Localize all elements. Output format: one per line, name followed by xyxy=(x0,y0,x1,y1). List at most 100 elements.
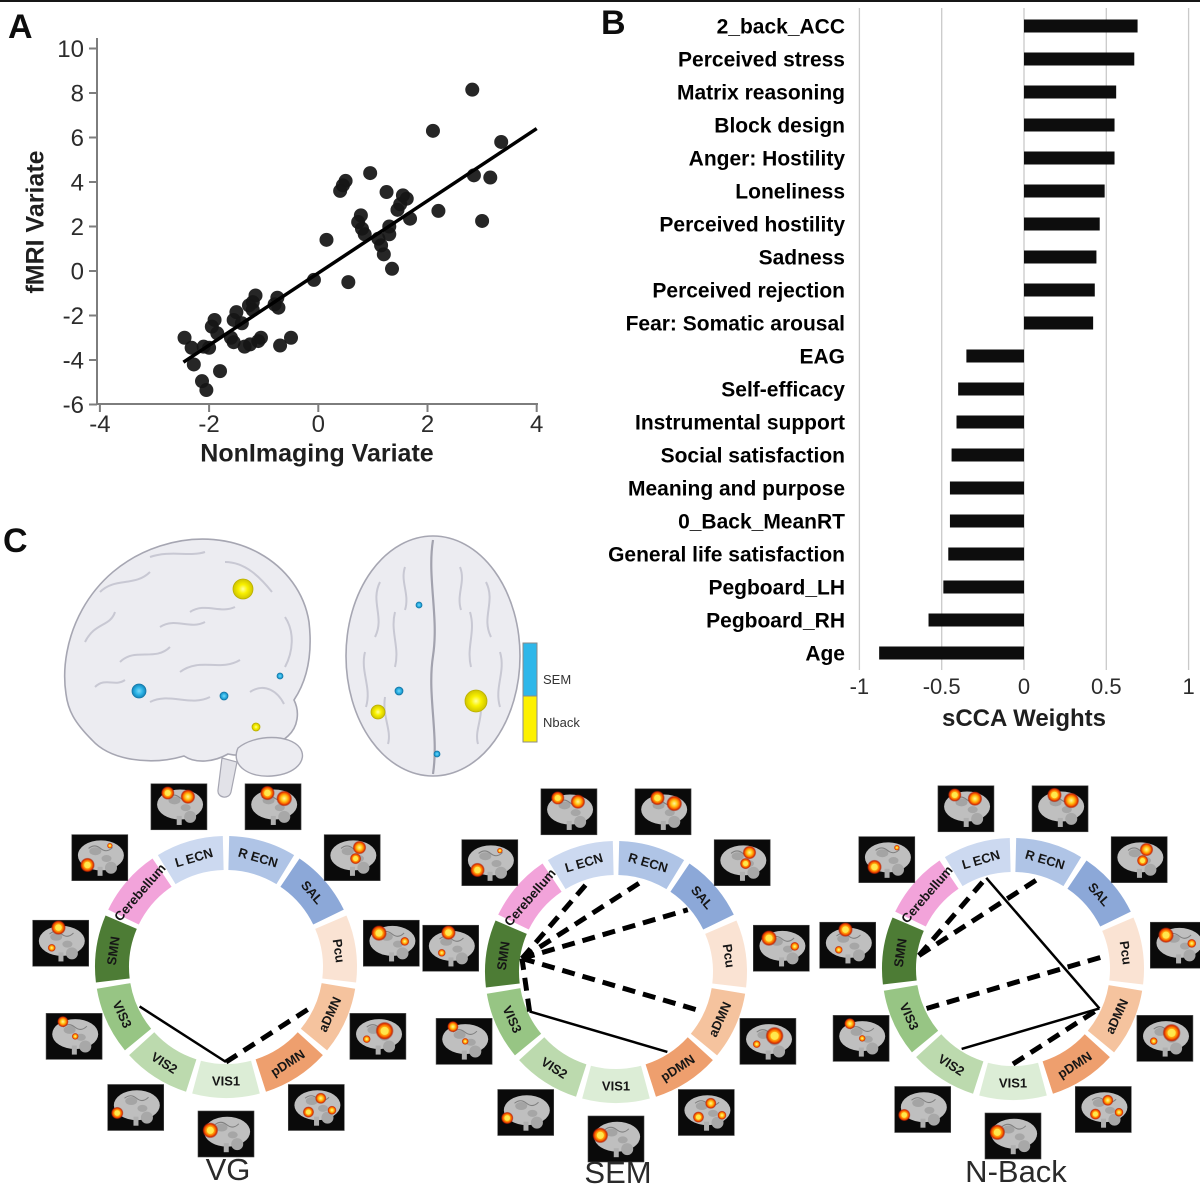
activation-hotspot xyxy=(315,1092,327,1104)
activation-hotspot xyxy=(400,936,410,946)
bar-label: Perceived hostility xyxy=(659,213,845,236)
thumbnail-texture xyxy=(911,1097,936,1104)
bar-label: 0_Back_MeanRT xyxy=(678,510,845,533)
activation-core xyxy=(164,789,171,796)
brain-thumbnail xyxy=(497,1089,555,1136)
bar-label: Perceived rejection xyxy=(652,279,845,302)
scatter-point xyxy=(177,330,192,345)
activation-core xyxy=(951,791,958,798)
ring-label: VIS1 xyxy=(999,1076,1027,1091)
activation-core xyxy=(353,856,359,862)
ring-label: SMN xyxy=(891,937,910,968)
thumbnail-texture xyxy=(214,1121,240,1128)
activation-hotspot xyxy=(705,1097,717,1109)
activation-hotspot xyxy=(1149,1037,1158,1046)
thumbnail-cerebellum xyxy=(278,810,291,823)
bar xyxy=(1024,19,1138,33)
thumbnail-stem xyxy=(71,1045,77,1055)
thumbnail-cerebellum xyxy=(1065,812,1078,825)
ring-segment-VIS3 xyxy=(486,988,542,1056)
ring-segment-SMN xyxy=(95,915,137,983)
thumbnail-shade xyxy=(708,1109,719,1117)
activation-hotspot xyxy=(717,1110,727,1120)
thumbnail-stem xyxy=(566,820,572,830)
thumbnail-stem xyxy=(270,815,276,825)
activation-core xyxy=(206,1126,214,1134)
ring-segment-Cerebellum xyxy=(108,858,172,925)
thumbnail-shade xyxy=(617,1136,628,1144)
ring-segment-Cerebellum xyxy=(498,863,562,930)
scatter-x-axis-title: NonImaging Variate xyxy=(200,439,434,468)
ring-segment-LECN xyxy=(157,836,224,885)
x-tick-label: 0 xyxy=(312,411,325,438)
bar xyxy=(956,415,1024,429)
activation-core xyxy=(695,1114,701,1120)
thumbnail-stem xyxy=(375,1045,381,1055)
scatter-point xyxy=(390,202,405,217)
thumbnail-shade xyxy=(1105,1106,1116,1114)
thumbnail-stem xyxy=(1176,954,1182,964)
ring-segment-VIS2 xyxy=(129,1032,197,1092)
scatter-point xyxy=(385,261,400,276)
thumbnail-cerebellum xyxy=(1170,1042,1183,1055)
activation-core xyxy=(901,1112,908,1118)
y-tick-label: -4 xyxy=(63,347,84,374)
scatter-point xyxy=(213,364,228,379)
brain-thumbnail xyxy=(422,924,479,972)
gyri-texture xyxy=(468,611,473,668)
activation-core xyxy=(305,1109,311,1115)
thumbnail-cerebellum xyxy=(184,810,197,823)
gyri-texture xyxy=(284,616,293,668)
network-link-dashed xyxy=(520,879,592,961)
thumbnail-cerebellum xyxy=(891,863,904,876)
bar xyxy=(1024,118,1115,132)
ring-segment-SAL xyxy=(670,863,734,930)
bar xyxy=(928,613,1024,627)
bar-label: General life satisfaction xyxy=(608,543,845,566)
network-link-dashed xyxy=(521,956,704,1014)
colorbar-nback xyxy=(522,695,538,743)
panel-c-label: C xyxy=(3,522,28,560)
thumbnail-stem xyxy=(963,817,969,827)
thumbnail-stem xyxy=(523,1121,529,1131)
thumbnail-stem xyxy=(1057,817,1063,827)
bar-label: Block design xyxy=(714,114,845,137)
activation-core xyxy=(474,866,481,874)
bar xyxy=(1024,316,1094,330)
thumbnail-shade xyxy=(924,1106,935,1114)
bars-x-tick-label: 0 xyxy=(1018,674,1030,699)
brain-thumbnail xyxy=(107,1084,165,1131)
x-tick-label: -4 xyxy=(89,411,110,438)
thumbnail-texture xyxy=(88,845,113,852)
activation-hotspot xyxy=(327,1105,337,1115)
bar-label: Loneliness xyxy=(735,180,845,203)
thumbnail-stem xyxy=(487,871,493,881)
activation-hotspot xyxy=(894,844,900,851)
ring-segment-aDMN xyxy=(690,988,746,1056)
brain-thumbnail xyxy=(937,785,995,833)
thumbnail-cerebellum xyxy=(786,952,799,965)
thumbnail-cerebellum xyxy=(621,1143,634,1156)
activation-core xyxy=(765,934,773,942)
brain-thumbnail xyxy=(587,1115,645,1163)
bar xyxy=(949,514,1024,528)
thumbnail-stem xyxy=(1136,868,1142,878)
brain-thumbnail xyxy=(677,1089,735,1136)
bar-label: 2_back_ACC xyxy=(717,15,845,38)
network-diagram-vg: R ECNSALPcuaDMNpDMNVIS1VIS2VIS3SMNCerebe… xyxy=(32,783,420,1158)
brain-thumbnail xyxy=(71,834,129,881)
ring-label: Pcu xyxy=(720,943,738,969)
thumbnail-shade xyxy=(180,804,191,812)
thumbnail-shade xyxy=(227,1131,238,1139)
brain-node-sem xyxy=(276,672,284,680)
activation-core xyxy=(654,794,661,802)
activation-core xyxy=(504,1115,511,1121)
thumbnail-cerebellum xyxy=(1108,1113,1121,1126)
network-link-dashed xyxy=(224,1004,314,1065)
activation-hotspot xyxy=(1114,1107,1124,1117)
thumbnail-shade xyxy=(89,847,102,856)
activation-hotspot xyxy=(570,794,586,809)
thumbnail-shade xyxy=(527,1109,538,1117)
ring-segment-pDMN xyxy=(645,1037,713,1097)
